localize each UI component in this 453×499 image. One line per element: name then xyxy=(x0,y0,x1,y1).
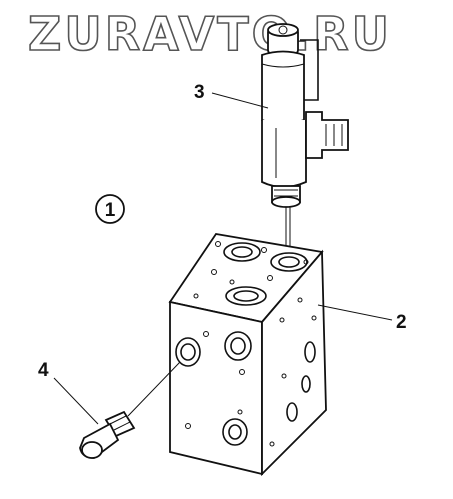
callout-2: 2 xyxy=(396,312,407,333)
valve-block xyxy=(127,233,327,477)
leader-line-4 xyxy=(53,377,99,425)
leader-line-2 xyxy=(317,304,393,321)
callout-3: 3 xyxy=(194,82,205,103)
view-number: 1 xyxy=(105,200,116,221)
view-number-circle xyxy=(95,194,125,224)
callout-4: 4 xyxy=(38,360,49,381)
solenoid-valve xyxy=(261,23,349,262)
watermark-text: ZURAVTO.RU xyxy=(28,7,392,61)
leader-line-3 xyxy=(211,92,269,109)
plug xyxy=(79,410,136,459)
